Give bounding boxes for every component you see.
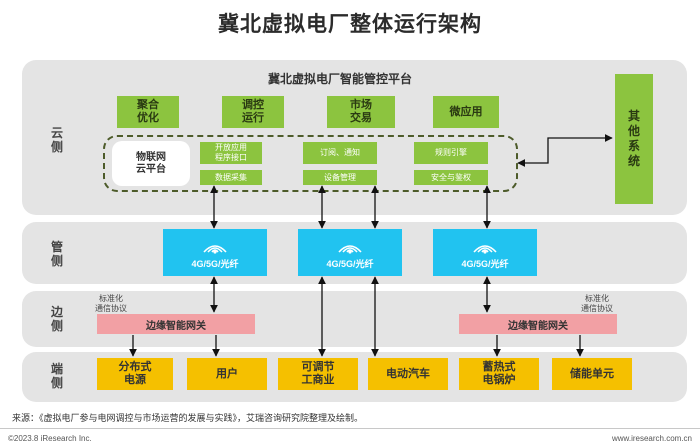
service-rule-engine: 规则引擎: [414, 142, 488, 164]
pipe-layer-label: 管侧: [50, 240, 63, 268]
other-systems: 其 他 系 统: [615, 74, 653, 204]
signal-icon: [338, 245, 362, 254]
app-aggregation-optimization: 聚合 优化: [117, 96, 179, 128]
signal-icon: [203, 245, 227, 254]
protocol-note-left: 标准化 通信协议: [95, 294, 127, 313]
edge-gateway-left: 边缘智能网关: [97, 314, 255, 334]
network-4g5g-fiber-3: 4G/5G/光纤: [433, 229, 537, 276]
page-title: 冀北虚拟电厂整体运行架构: [218, 13, 482, 36]
device-adjustable-commercial: 可调节 工商业: [278, 358, 358, 390]
protocol-note-right: 标准化 通信协议: [581, 294, 613, 313]
device-electric-vehicle: 电动汽车: [368, 358, 448, 390]
app-market-trading: 市场 交易: [327, 96, 395, 128]
service-subscribe-notify: 订阅、通知: [303, 142, 377, 164]
network-4g5g-fiber-2: 4G/5G/光纤: [298, 229, 402, 276]
service-device-management: 设备管理: [303, 170, 377, 185]
cloud-layer-label: 云侧: [50, 126, 63, 154]
iot-cloud-platform: 物联网 云平台: [112, 141, 190, 186]
network-label-1: 4G/5G/光纤: [191, 259, 239, 269]
device-heat-storage-boiler: 蓄热式 电锅炉: [459, 358, 539, 390]
app-micro-application: 微应用: [433, 96, 499, 128]
device-user: 用户: [187, 358, 267, 390]
service-security-auth: 安全与鉴权: [414, 170, 488, 185]
signal-icon: [473, 245, 497, 254]
website: www.iresearch.com.cn: [611, 434, 692, 443]
device-energy-storage: 储能单元: [552, 358, 632, 390]
network-label-2: 4G/5G/光纤: [326, 259, 374, 269]
edge-gateway-right: 边缘智能网关: [459, 314, 617, 334]
network-label-3: 4G/5G/光纤: [461, 259, 509, 269]
edge-layer-label: 边侧: [50, 305, 63, 333]
network-4g5g-fiber-1: 4G/5G/光纤: [163, 229, 267, 276]
platform-title: 冀北虚拟电厂智能管控平台: [267, 72, 412, 86]
copyright: ©2023.8 iResearch Inc.: [8, 434, 92, 443]
service-data-collection: 数据采集: [200, 170, 262, 185]
device-distributed-power: 分布式 电源: [97, 358, 173, 390]
service-open-api: 开放应用 程序接口: [200, 142, 262, 164]
iot-platform-frame: [103, 135, 518, 192]
source-note: 来源：《虚拟电厂参与电网调控与市场运营的发展与实践》，艾瑞咨询研究院整理及绘制。: [12, 413, 364, 423]
app-dispatch-operation: 调控 运行: [222, 96, 284, 128]
end-layer-label: 端侧: [50, 362, 63, 390]
footer-divider: [0, 428, 700, 429]
